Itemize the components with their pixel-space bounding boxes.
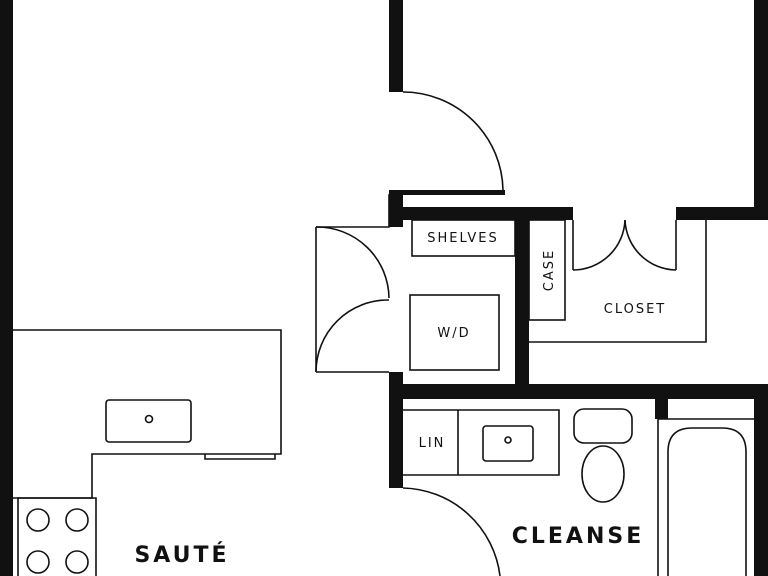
door-bedroom — [402, 91, 504, 191]
labels: SHELVES CASE CLOSET W/D LIN CLEANSE SAUT… — [134, 231, 667, 568]
wall-upper-right — [754, 0, 768, 220]
burner-2 — [65, 508, 89, 532]
bathroom — [403, 408, 754, 576]
shelves-box — [411, 219, 516, 257]
burner-1 — [26, 508, 50, 532]
burner-4 — [65, 550, 89, 574]
partitions — [316, 194, 707, 391]
wall-tub-divider — [655, 384, 668, 419]
toilet-tank — [573, 408, 633, 444]
door-closet-left — [572, 219, 626, 271]
laundry-outline — [316, 194, 403, 373]
door-closet-right — [624, 219, 677, 271]
doors — [315, 91, 677, 576]
label-saute: SAUTÉ — [134, 542, 229, 568]
label-shelves: SHELVES — [427, 231, 498, 246]
range-outline — [17, 497, 97, 576]
wall-closet-top-b — [676, 207, 768, 220]
wall-bath-left — [389, 384, 403, 488]
tub-inner — [667, 427, 747, 576]
tub-outer — [657, 418, 754, 576]
bath-sink — [482, 425, 534, 462]
label-case: CASE — [542, 249, 557, 291]
kitchen — [13, 329, 282, 576]
wall-left-exterior — [0, 0, 13, 576]
door-laundry-top — [315, 226, 390, 299]
wall-upper-center — [389, 0, 403, 92]
label-wd: W/D — [437, 326, 470, 341]
toilet-bowl — [581, 445, 625, 503]
door-laundry-bottom — [315, 299, 390, 373]
vanity-outline — [403, 409, 560, 476]
closet-outline — [529, 220, 707, 343]
wall-header-bar — [389, 190, 505, 195]
label-closet: CLOSET — [604, 302, 667, 317]
wall-closet-left — [515, 207, 529, 399]
bath-sink-drain — [504, 436, 512, 444]
kitchen-counter — [13, 329, 282, 499]
wall-header-left — [389, 190, 403, 227]
label-lin: LIN — [419, 436, 446, 451]
wall-closet-top-a — [403, 207, 573, 220]
wall-bath-top — [389, 384, 768, 399]
washer-dryer-box — [409, 294, 500, 371]
kitchen-counter-inner — [204, 454, 276, 460]
case-box — [528, 219, 566, 321]
burner-3 — [26, 550, 50, 574]
label-cleanse: CLEANSE — [512, 524, 645, 549]
wall-bath-right — [754, 384, 768, 576]
kitchen-sink-drain — [144, 414, 154, 424]
kitchen-sink — [105, 399, 192, 443]
door-bathroom — [402, 487, 501, 576]
